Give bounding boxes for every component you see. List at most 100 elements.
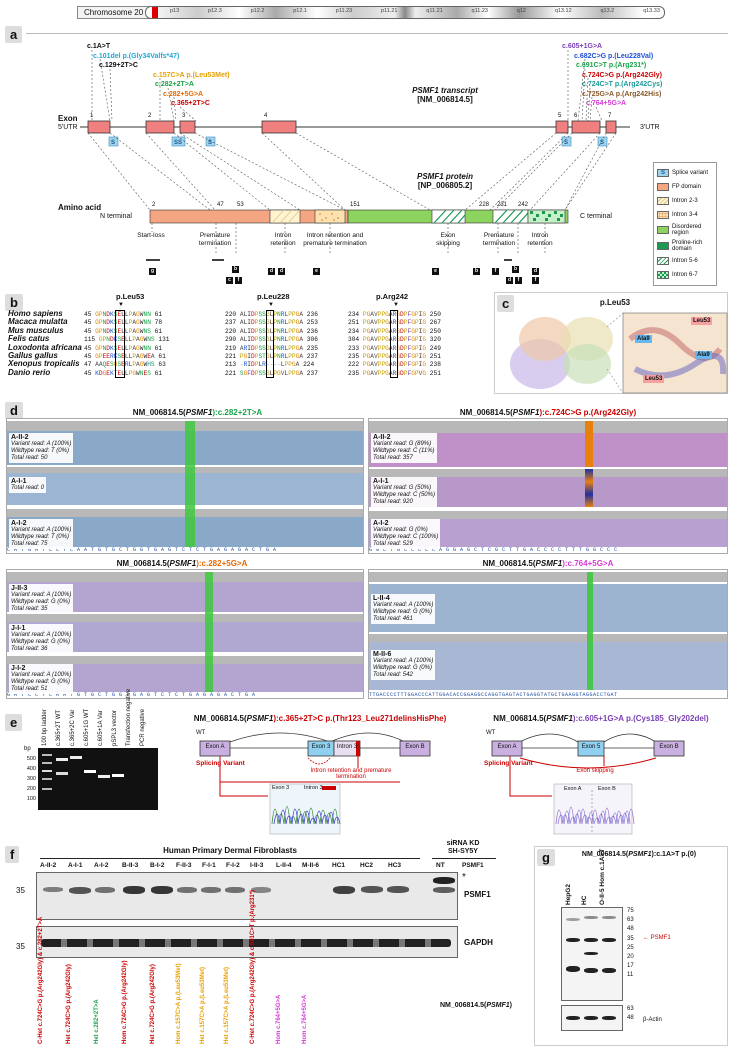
residue: W: [139, 327, 144, 335]
residue: P: [128, 327, 133, 335]
residue: P: [288, 344, 292, 352]
residue: R: [280, 319, 285, 327]
residue: L: [284, 311, 289, 318]
residue: P: [381, 353, 386, 361]
g-markers: 75 63 48 35 25 20 17 11: [627, 907, 634, 981]
residue: K: [110, 344, 114, 352]
residue: T: [262, 353, 266, 361]
variants-left: c.1A>T c.101del p.(Gly34Valfs*47) c.129+…: [87, 42, 230, 109]
transcript-title-block: PSMF1 transcript [NM_006814.5]: [380, 86, 510, 104]
residue: E: [106, 361, 111, 369]
residue: P: [98, 344, 103, 352]
transcript: NM_006814.5(: [440, 1002, 487, 1009]
actin-label: β-Actin: [643, 1017, 662, 1023]
residue: G: [243, 353, 248, 361]
lane: c.365+2T WT: [56, 709, 62, 746]
residue: N: [277, 327, 281, 335]
exon-5: [555, 120, 569, 134]
residue: G: [136, 344, 140, 352]
residue: D: [251, 344, 255, 352]
legend-label: FP domain: [672, 184, 701, 190]
marker: 48: [627, 926, 634, 933]
residue: P: [403, 327, 408, 335]
residue: G: [366, 311, 371, 318]
line: Wildtype read: G (0%): [373, 609, 432, 615]
marker: 25: [627, 944, 634, 951]
band: q13.33: [643, 8, 660, 14]
residue: G: [265, 319, 270, 327]
residue: D: [400, 344, 404, 352]
residue: E: [117, 369, 122, 377]
residue: P: [273, 327, 278, 335]
residue: S: [239, 369, 244, 377]
genotype: Hom c.764+5G>A: [276, 994, 282, 1044]
transcript: NM_006814.5(: [482, 559, 536, 568]
residue: A: [299, 353, 304, 361]
sample: A-I-1: [11, 478, 27, 485]
intron-3: Intron 3: [336, 744, 358, 750]
residue-label: Leu53: [691, 317, 713, 325]
species-name: Loxodonta africana: [8, 342, 82, 352]
protein-id: [NP_006805.2]: [417, 181, 473, 190]
residue: A: [370, 311, 375, 318]
residue: V: [280, 369, 285, 377]
effect-label: Premature termination: [482, 232, 516, 247]
end-pos: 61: [150, 327, 163, 335]
residue: V: [374, 336, 378, 344]
tick: 300: [26, 776, 36, 782]
residue: D: [251, 319, 255, 327]
panel-e: e bp 500 400 300 200 100 100 bp ladder c…: [0, 689, 732, 840]
band: q13.12: [554, 8, 572, 14]
end-pos: 306: [303, 336, 318, 344]
residue: P: [273, 353, 278, 361]
residue: A: [239, 319, 244, 327]
proline-block: [527, 209, 566, 224]
variant: ):c.764+5G>A: [562, 559, 614, 568]
residue-label: Ala9: [695, 351, 712, 359]
wt-label: WT: [196, 730, 206, 736]
tick: 200: [26, 786, 36, 792]
alignment-row: 290 ALIDPSSGLPNRLPPGA 306: [225, 336, 318, 344]
marker-35b: 35: [16, 942, 25, 951]
residue: D: [110, 336, 114, 344]
residue: P: [288, 327, 292, 335]
species-name: Xenopus tropicalis: [8, 359, 80, 369]
residue: D: [251, 361, 255, 369]
tag: f: [515, 277, 522, 284]
lane: B-II-3: [122, 862, 139, 869]
exon-label: Exon: [58, 114, 78, 123]
start-pos: 234: [348, 311, 363, 318]
band: p12.2: [250, 8, 265, 14]
residue: P: [288, 361, 292, 369]
residue: D: [251, 311, 255, 318]
residue: D: [251, 369, 255, 377]
exon-6: [571, 120, 601, 134]
aa-pos: 151: [350, 202, 361, 208]
residue: P: [403, 369, 408, 377]
residue: E: [117, 327, 122, 335]
lane: PCR negative: [140, 708, 146, 746]
residue: E: [102, 353, 107, 361]
residue: P: [273, 336, 278, 344]
residue: P: [414, 336, 419, 344]
residue: P: [288, 353, 292, 361]
sample: A-I-2: [11, 520, 27, 527]
residue: P: [284, 361, 289, 369]
residue: V: [418, 369, 423, 377]
tick: 500: [26, 756, 36, 762]
tick: 100: [26, 796, 36, 802]
residue: P: [381, 344, 386, 352]
marker: 75: [627, 908, 634, 914]
residue: L: [269, 319, 274, 327]
residue: S: [258, 311, 263, 318]
residue: A: [370, 361, 375, 369]
start-pos: 47: [84, 361, 96, 369]
residue: E: [121, 336, 125, 344]
